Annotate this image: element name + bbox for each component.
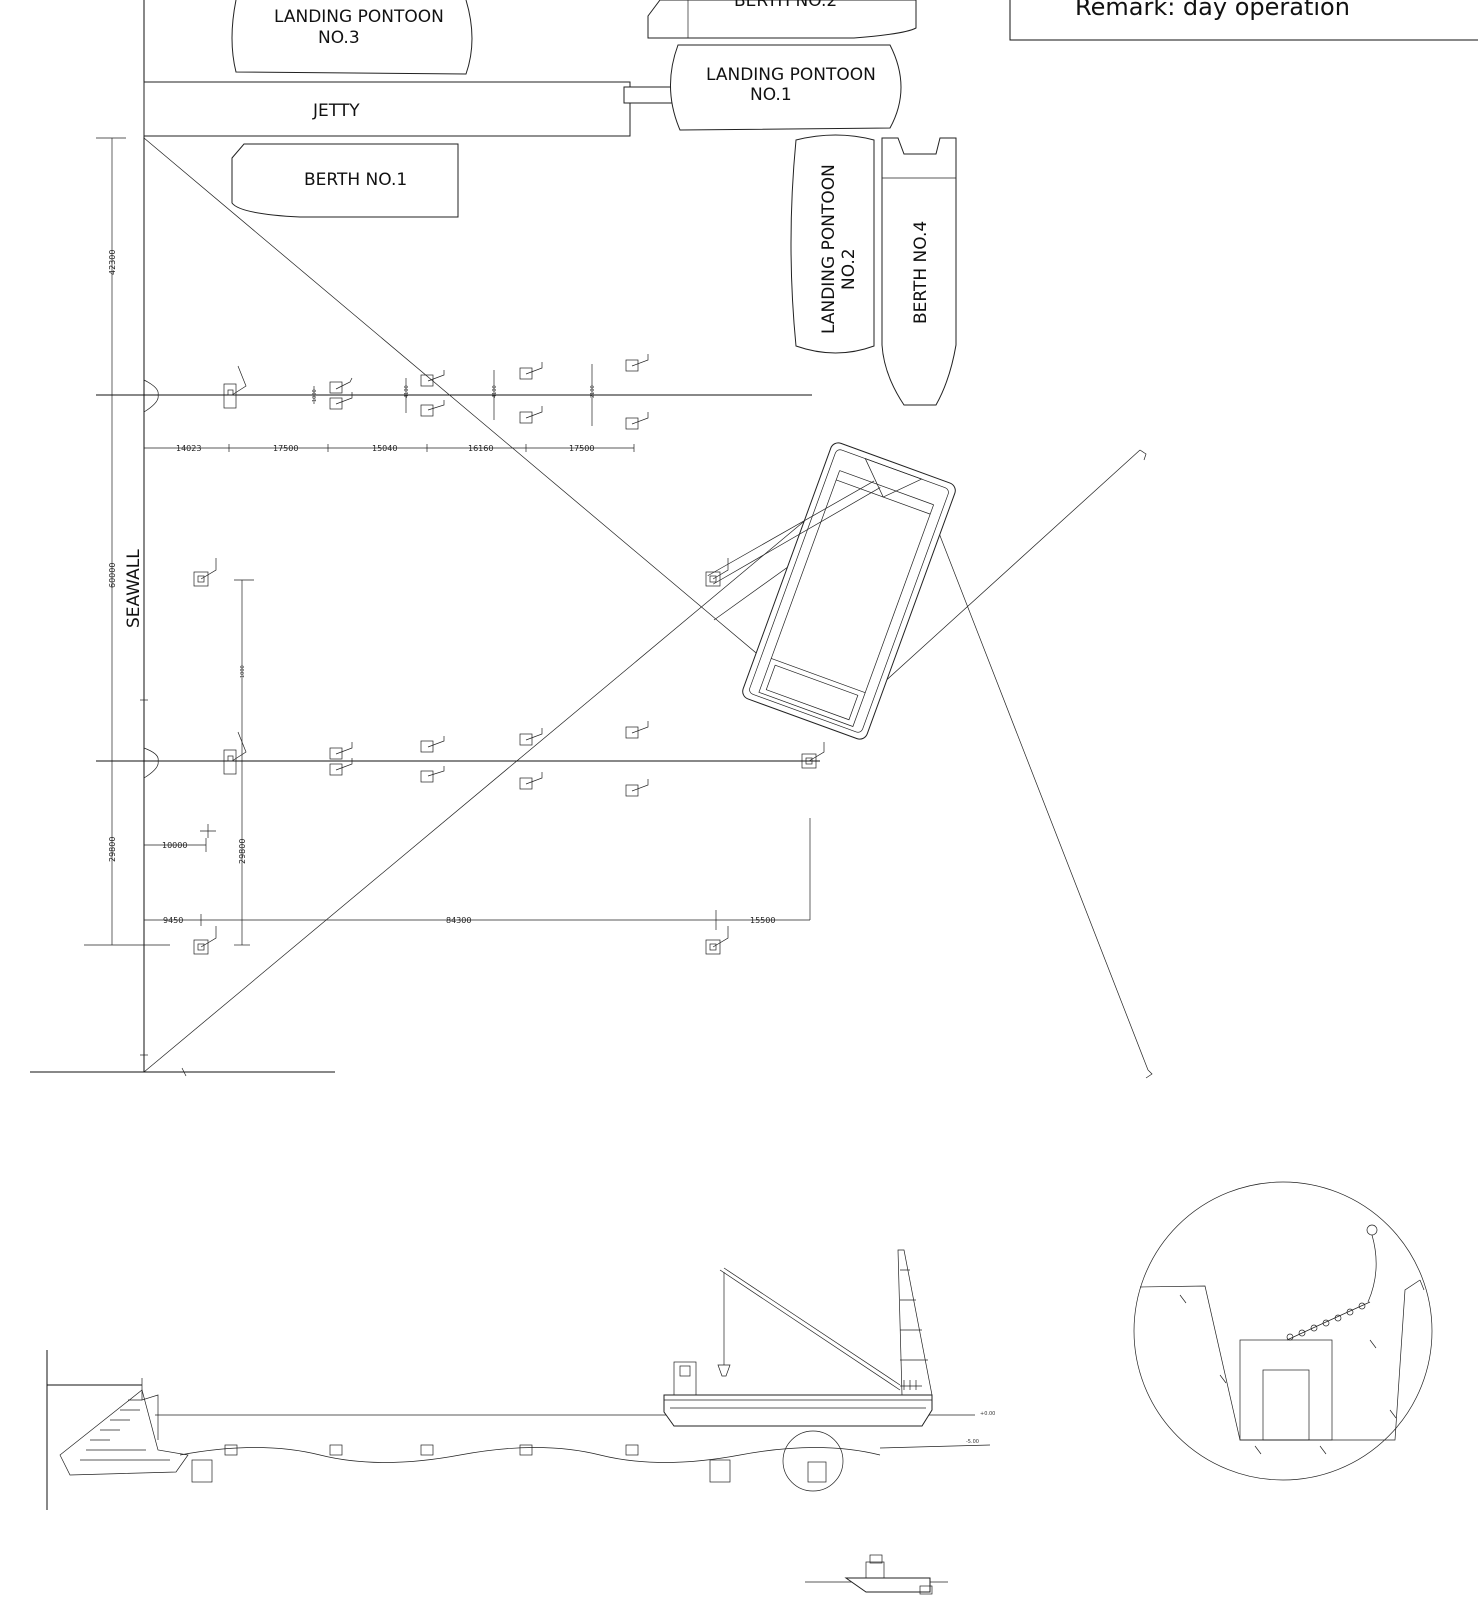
- dim-bottom-2: 84300: [446, 916, 471, 925]
- dim-top-3: 15040: [372, 444, 397, 453]
- top-dimension-row: 14023 17500 15040 16160 17500: [144, 444, 635, 453]
- dim-inner-small: 1000: [240, 665, 246, 678]
- lower-mooring-row: [96, 721, 825, 797]
- landing-pontoon-1: LANDING PONTOON NO.1: [670, 44, 902, 131]
- elevation-0: +0.00: [980, 1411, 995, 1417]
- upper-anchor-blocks: [223, 354, 649, 430]
- jetty: JETTY: [143, 81, 683, 137]
- section-elevation: +0.00 -5.00: [46, 1350, 995, 1510]
- landing-pontoon-2-line2: NO.2: [839, 248, 859, 290]
- dim-top-4: 16160: [468, 444, 493, 453]
- tug-boat: [805, 1554, 948, 1595]
- berth-1: BERTH NO.1: [231, 143, 459, 218]
- dim-offset-left: 10000: [162, 841, 187, 850]
- tick-small-3: 4100: [492, 385, 498, 398]
- jetty-label: JETTY: [312, 101, 360, 121]
- dim-top-2: 17500: [273, 444, 298, 453]
- seawall: SEAWALL: [30, 0, 335, 1077]
- upper-mooring-row: 1000 4100 4100 2100: [96, 354, 812, 430]
- crane-barge-plan: [707, 442, 956, 740]
- dim-inner-vertical: 29800: [238, 839, 247, 864]
- berth-1-label: BERTH NO.1: [304, 170, 407, 190]
- dim-seawall-middle: 60000: [108, 563, 117, 588]
- tick-small-4: 2100: [590, 385, 596, 398]
- anchor-detail-circle: [1133, 1181, 1433, 1481]
- landing-pontoon-1-line1: LANDING PONTOON: [706, 65, 876, 85]
- remark-box: Remark: day operation: [1009, 0, 1478, 41]
- remark-text: Remark: day operation: [1075, 0, 1350, 21]
- crane-barge-elevation: [663, 1249, 933, 1427]
- dim-top-1: 14023: [176, 444, 201, 453]
- elevation-1: -5.00: [966, 1439, 979, 1445]
- inner-vertical-dimension: 1000 29800: [234, 579, 254, 946]
- berth-4: BERTH NO.4: [881, 137, 957, 406]
- middle-anchor-blocks: [193, 558, 729, 587]
- tick-small-2: 4100: [404, 385, 410, 398]
- dim-top-5: 17500: [569, 444, 594, 453]
- tick-small-1: 1000: [312, 389, 318, 402]
- dim-bottom-3: 15500: [750, 916, 775, 925]
- berth-2-label: BERTH NO.2: [734, 0, 837, 11]
- berth-2: BERTH NO.2: [647, 0, 917, 39]
- seawall-label: SEAWALL: [124, 549, 144, 628]
- seawall-dimension: 42300 60000 29800: [84, 137, 170, 1056]
- landing-pontoon-3-line2: NO.3: [318, 28, 360, 48]
- landing-pontoon-3: LANDING PONTOON NO.3: [231, 0, 473, 75]
- dim-seawall-lower: 29800: [108, 837, 117, 862]
- landing-pontoon-1-line2: NO.1: [750, 85, 792, 105]
- mooring-lines: [143, 137, 1153, 1079]
- landing-pontoon-2-line1: LANDING PONTOON: [819, 164, 839, 334]
- landing-pontoon-2: LANDING PONTOON NO.2: [790, 134, 875, 354]
- dim-seawall-upper: 42300: [108, 250, 117, 275]
- dim-bottom-1: 9450: [163, 916, 183, 925]
- berth-4-label: BERTH NO.4: [911, 221, 931, 324]
- landing-pontoon-3-line1: LANDING PONTOON: [274, 7, 444, 27]
- lower-dimensions: 10000 9450 84300 15500: [144, 818, 811, 955]
